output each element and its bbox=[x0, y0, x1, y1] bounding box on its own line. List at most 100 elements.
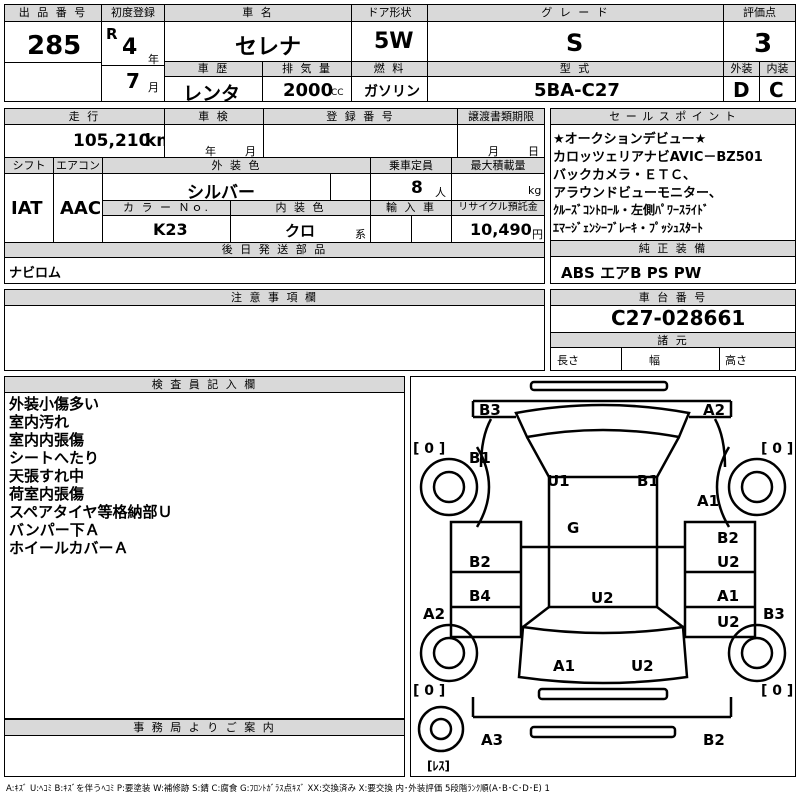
history-box: 車 歴 レンタ bbox=[164, 61, 263, 105]
office-box: 事 務 局 よ り ご 案 内 bbox=[4, 719, 405, 777]
score-box: 評価点 3 bbox=[723, 4, 796, 62]
model: 5BA-C27 bbox=[534, 80, 620, 101]
cc-unit: CC bbox=[331, 88, 344, 98]
max-load-box: 最大積載量 kg bbox=[451, 157, 545, 201]
color-number-box: カ ラ ー Ｎｏ. K23 bbox=[102, 200, 231, 243]
interior-header: 内装 bbox=[760, 62, 795, 77]
model-header: 型 式 bbox=[428, 62, 723, 77]
tire-front-right: [ 0 ] bbox=[761, 441, 794, 457]
interior-score: C bbox=[769, 78, 784, 102]
sales-point-6: ｴﾏｰｼﾞｪﾝｼｰﾌﾞﾚｰｷ・ﾌﾟｯｼｭｽﾀｰﾄ bbox=[553, 221, 704, 235]
tire-rear-left: [ 0 ] bbox=[413, 683, 446, 699]
fuel-header: 燃 料 bbox=[352, 62, 427, 77]
shift: IAT bbox=[11, 198, 43, 219]
grade-box: グ レ ー ド S bbox=[427, 4, 724, 62]
damage-diagram: B3 A2 [ 0 ] [ 0 ] B1 U1 B1 A1 G B2 B2 U2… bbox=[410, 376, 796, 777]
sales-point-4: アラウンドビューモニター、 bbox=[553, 186, 722, 201]
first-registration-header: 初度登録 bbox=[102, 5, 164, 22]
inspector-note-4: シートへたり bbox=[9, 449, 100, 467]
inspector-note-5: 天張すれ中 bbox=[9, 467, 85, 485]
year-unit: 年 bbox=[148, 53, 159, 66]
fuel-box: 燃 料 ガソリン bbox=[351, 61, 428, 102]
score-header: 評価点 bbox=[724, 5, 795, 22]
spec-height: 高さ bbox=[725, 354, 747, 367]
notes-box: 注 意 事 項 欄 bbox=[4, 289, 545, 371]
registration-number-header: 登 録 番 号 bbox=[264, 109, 457, 125]
grade-header: グ レ ー ド bbox=[428, 5, 723, 22]
inspector-box: 検 査 員 記 入 欄 外装小傷多い 室内汚れ 室内内張傷 シートへたり 天張す… bbox=[4, 376, 405, 719]
exterior-color-box: 外 装 色 シルバー bbox=[102, 157, 371, 203]
shift-box: シフト IAT bbox=[4, 157, 54, 243]
damage-U2-right-rear: U2 bbox=[717, 613, 740, 631]
exterior-color: シルバー bbox=[187, 183, 255, 203]
recycle-header: リサイクル預託金 bbox=[452, 201, 544, 216]
spare-tire-status: [ﾚｽ] bbox=[427, 759, 450, 773]
displacement: 2000 bbox=[283, 80, 334, 101]
transfer-day-unit: 日 bbox=[528, 145, 539, 158]
history-header: 車 歴 bbox=[165, 62, 262, 77]
sales-point-3: バックカメラ・ＥＴＣ、 bbox=[553, 168, 697, 183]
inspection-month-unit: 月 bbox=[245, 145, 256, 158]
damage-B3-top: B3 bbox=[479, 401, 501, 419]
capacity: 8 bbox=[411, 178, 423, 198]
transfer-deadline-box: 譲渡書類期限 月 日 bbox=[457, 108, 545, 158]
car-name-box: 車 名 セレナ bbox=[164, 4, 352, 62]
later-parts-header: 後 日 発 送 部 品 bbox=[5, 243, 544, 258]
damage-B2-left: B2 bbox=[469, 553, 491, 571]
registration-number-box: 登 録 番 号 bbox=[263, 108, 458, 158]
damage-B2-right: B2 bbox=[717, 529, 739, 547]
damage-U2-right: U2 bbox=[717, 553, 740, 571]
sales-point-5: ｸﾙｰｽﾞｺﾝﾄﾛｰﾙ・左側ﾊﾟﾜｰｽﾗｲﾄﾞ bbox=[553, 203, 710, 217]
capacity-unit: 人 bbox=[435, 186, 446, 199]
damage-A1-right: A1 bbox=[697, 492, 720, 510]
shift-header: シフト bbox=[5, 158, 53, 174]
inspector-note-9: ホイールカバーＡ bbox=[9, 539, 129, 557]
fuel: ガソリン bbox=[364, 84, 420, 100]
chassis-number: C27-028661 bbox=[611, 306, 746, 330]
inspector-note-2: 室内汚れ bbox=[9, 413, 70, 431]
history: レンタ bbox=[183, 83, 241, 105]
max-load-header: 最大積載量 bbox=[452, 158, 544, 174]
legend: A:ｷｽﾞ U:ﾍｺﾐ B:ｷｽﾞを伴うﾍｺﾐ P:要塗装 W:補修跡 S:錆 … bbox=[6, 784, 550, 794]
damage-B1-left: B1 bbox=[469, 449, 491, 467]
aircon: AAC bbox=[60, 198, 102, 219]
registration-year: 4 bbox=[122, 35, 138, 60]
damage-U2-bottom: U2 bbox=[631, 657, 654, 675]
damage-B3-right: B3 bbox=[763, 605, 785, 623]
exterior-header: 外装 bbox=[724, 62, 759, 77]
spec-length: 長さ bbox=[557, 354, 579, 367]
later-parts-box: 後 日 発 送 部 品 ナビロム bbox=[4, 242, 545, 284]
office-header: 事 務 局 よ り ご 案 内 bbox=[5, 720, 404, 736]
damage-A1-right-rear: A1 bbox=[717, 587, 740, 605]
tire-front-left: [ 0 ] bbox=[413, 441, 446, 457]
standard-equipment: ABS エアB PS PW bbox=[561, 264, 702, 282]
aircon-header: エアコン bbox=[54, 158, 102, 174]
notes-header: 注 意 事 項 欄 bbox=[5, 290, 544, 306]
load-unit: kg bbox=[528, 184, 542, 197]
month-unit: 月 bbox=[148, 81, 159, 94]
spec-width: 幅 bbox=[649, 354, 660, 367]
door-header: ドア形状 bbox=[352, 5, 427, 22]
mileage-header: 走 行 bbox=[5, 109, 164, 125]
interior-color-box: 内 装 色 クロ 系 bbox=[230, 200, 371, 243]
displacement-box: 排 気 量 2000 CC bbox=[262, 61, 352, 102]
damage-U1: U1 bbox=[547, 472, 570, 490]
standard-equipment-box: 純 正 装 備 ABS エアB PS PW bbox=[550, 240, 796, 284]
damage-A1-bottom: A1 bbox=[553, 657, 576, 675]
mileage-box: 走 行 105,210 km bbox=[4, 108, 174, 158]
exterior-color-header: 外 装 色 bbox=[103, 158, 370, 174]
interior-score-box: 内装 C bbox=[759, 61, 796, 102]
inspector-note-7: スペアタイヤ等格納部Ｕ bbox=[9, 503, 173, 521]
inspector-note-8: バンパー下Ａ bbox=[9, 521, 100, 539]
car-outline-diagram bbox=[417, 380, 787, 753]
chassis-number-box: 車 台 番 号 C27-028661 諸 元 長さ 幅 高さ bbox=[550, 289, 796, 371]
recycle-deposit: 10,490 bbox=[470, 220, 532, 239]
car-name: セレナ bbox=[235, 35, 302, 60]
mileage: 105,210 bbox=[73, 131, 151, 151]
transfer-deadline-header: 譲渡書類期限 bbox=[458, 109, 544, 125]
door-box: ドア形状 5W bbox=[351, 4, 428, 62]
lot-number-header: 出 品 番 号 bbox=[5, 5, 101, 22]
recycle-unit: 円 bbox=[532, 228, 543, 241]
inspector-note-3: 室内内張傷 bbox=[9, 431, 85, 449]
interior-color-header: 内 装 色 bbox=[231, 201, 370, 216]
